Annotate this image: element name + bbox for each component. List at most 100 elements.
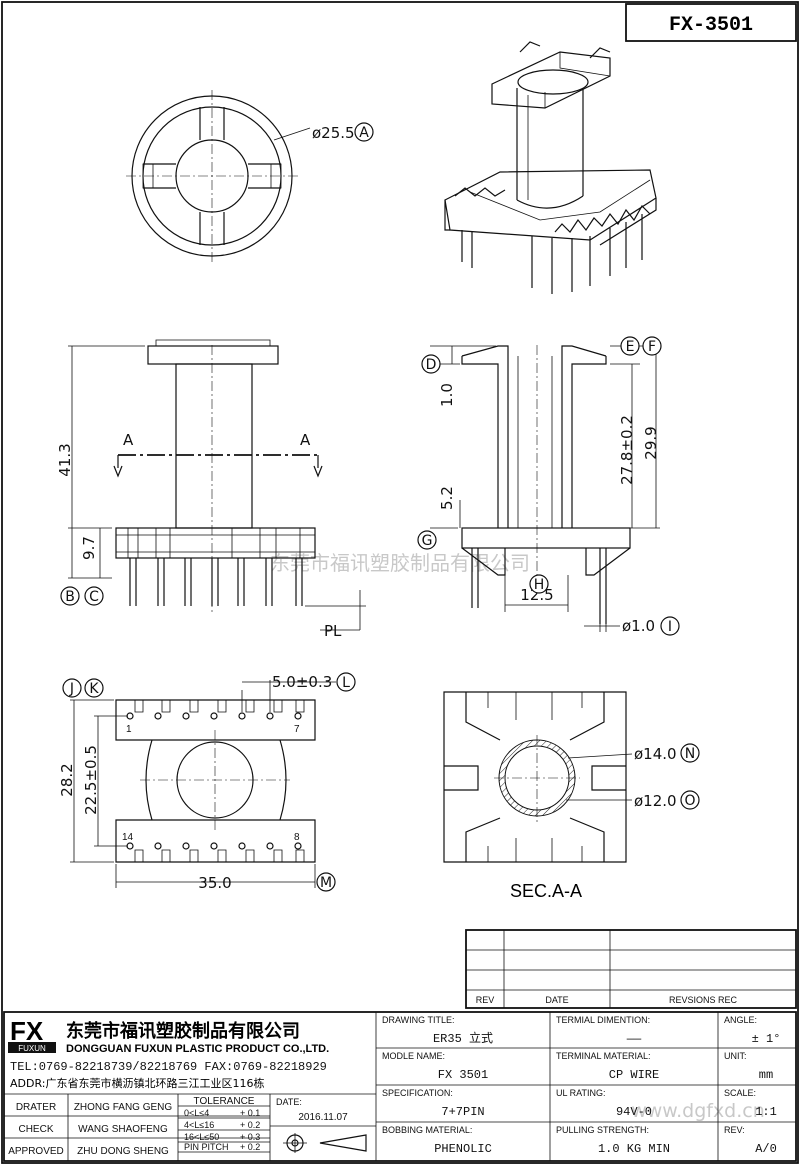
pin-7: 7 xyxy=(294,724,300,735)
watermark-text: 东莞市福讯塑胶制品有限公司 xyxy=(270,551,530,575)
term-mat-label: TERMINAL MATERIAL: xyxy=(556,1051,651,1061)
section-mark-right: A xyxy=(300,431,311,449)
company-logo: FX xyxy=(10,1016,44,1046)
section-outer: ø14.0 xyxy=(634,745,677,763)
tol-range-2: 4<L≤16 xyxy=(184,1120,214,1130)
date-label: DATE: xyxy=(276,1097,302,1107)
part-number: FX-3501 xyxy=(669,14,753,37)
spec-label: SPECIFICATION: xyxy=(382,1088,453,1098)
ref-c: C xyxy=(89,589,99,605)
front-height: 41.3 xyxy=(56,443,74,476)
company-addr: ADDR:广东省东莞市横沥镇北环路三江工业区116栋 xyxy=(10,1076,264,1090)
side-dim-278: 27.8±0.2 xyxy=(618,415,636,485)
date-value: 2016.11.07 xyxy=(298,1112,348,1123)
model-label: MODLE NAME: xyxy=(382,1051,445,1061)
pin-14: 14 xyxy=(122,832,134,843)
bottom-inner: 22.5±0.5 xyxy=(82,745,100,815)
drawing-title-label: DRAWING TITLE: xyxy=(382,1015,455,1025)
angle-value: ± 1° xyxy=(752,1032,781,1046)
tol-val-2: + 0.2 xyxy=(240,1120,260,1130)
tol-val-3: + 0.3 xyxy=(240,1132,260,1142)
ref-n: N xyxy=(685,746,695,762)
bottom-pitch: 5.0±0.3 xyxy=(272,673,332,691)
side-view: 1.0 5.2 27.8±0.2 29.9 D E F G 12.5 H ø1.… xyxy=(417,336,680,636)
company-tel: TEL:0769-82218739/82218769 FAX:0769-8221… xyxy=(10,1060,327,1074)
company-logo-sub: FUXUN xyxy=(18,1044,46,1053)
ref-d: D xyxy=(426,357,437,373)
drater-role: DRATER xyxy=(16,1102,56,1113)
drawing-title: ER35 立式 xyxy=(433,1030,493,1046)
drater-name: ZHONG FANG GENG xyxy=(74,1102,173,1113)
part-number-box: FX-3501 xyxy=(625,3,797,42)
company-name-cn: 东莞市福讯塑胶制品有限公司 xyxy=(66,1020,300,1042)
check-role: CHECK xyxy=(18,1124,53,1135)
ref-i: I xyxy=(668,619,672,635)
section-inner: ø12.0 xyxy=(634,792,677,810)
ref-a: A xyxy=(359,125,369,141)
top-view: ø25.5 A xyxy=(126,90,374,262)
check-name: WANG SHAOFENG xyxy=(78,1124,168,1135)
approved-name: ZHU DONG SHENG xyxy=(77,1146,169,1157)
front-base: 9.7 xyxy=(80,536,98,560)
front-view: A A 41.3 9.7 B C PL xyxy=(56,339,366,640)
watermark: 东莞市福讯塑胶制品有限公司 www.dgfxd.cn xyxy=(270,551,765,1122)
side-dim-1: 1.0 xyxy=(438,383,456,407)
pin-1: 1 xyxy=(126,724,132,735)
ref-k: K xyxy=(89,681,99,697)
side-dim-52: 5.2 xyxy=(438,486,456,510)
term-mat-value: CP WIRE xyxy=(609,1068,659,1082)
date-col-header: DATE xyxy=(545,995,568,1005)
tolerance-title: TOLERANCE xyxy=(194,1096,255,1107)
tol-val-4: + 0.2 xyxy=(240,1142,260,1152)
model-value: FX 3501 xyxy=(438,1068,488,1082)
bobbin-label: BOBBING MATERIAL: xyxy=(382,1125,472,1135)
approved-role: APPROVED xyxy=(8,1146,64,1157)
pl-label: PL xyxy=(324,622,342,640)
ref-m: M xyxy=(320,875,332,891)
revisions-col-header: REVSIONS REC xyxy=(669,995,738,1005)
side-pin-diameter: ø1.0 xyxy=(622,617,655,635)
pull-value: 1.0 KG MIN xyxy=(598,1142,670,1156)
ref-b: B xyxy=(65,589,75,605)
tol-val-1: + 0.1 xyxy=(240,1108,260,1118)
unit-value: mm xyxy=(759,1068,773,1082)
scale-value: 1:1 xyxy=(755,1105,777,1119)
tol-range-4: PIN PITCH xyxy=(184,1142,229,1152)
ref-j: J xyxy=(69,681,74,697)
tol-range-3: 16<L≤50 xyxy=(184,1132,219,1142)
bottom-height: 28.2 xyxy=(58,763,76,796)
pin-8: 8 xyxy=(294,832,300,843)
ul-label: UL RATING: xyxy=(556,1088,606,1098)
ref-o: O xyxy=(684,793,695,809)
section-view: ø14.0 ø12.0 N O SEC.A-A xyxy=(443,691,700,901)
isometric-view xyxy=(444,41,657,294)
pull-label: PULLING STRENGTH: xyxy=(556,1125,649,1135)
top-diameter: ø25.5 xyxy=(312,124,355,142)
side-dim-299: 29.9 xyxy=(642,426,660,459)
ref-g: G xyxy=(422,533,433,549)
revision-table: REV DATE REVSIONS REC xyxy=(465,929,797,1009)
term-dim-value: —— xyxy=(626,1032,642,1046)
watermark-url: www.dgfxd.cn xyxy=(631,1100,765,1122)
bobbin-value: PHENOLIC xyxy=(434,1142,492,1156)
rev-col-header: REV xyxy=(476,995,495,1005)
ul-value: 94V-0 xyxy=(616,1105,652,1119)
bottom-width: 35.0 xyxy=(198,874,231,892)
term-dim-label: TERMIAL DIMENTION: xyxy=(556,1015,650,1025)
rev-label: REV: xyxy=(724,1125,745,1135)
ref-h: H xyxy=(534,577,545,593)
title-block: FX FUXUN 东莞市福讯塑胶制品有限公司 DONGGUAN FUXUN PL… xyxy=(3,1011,797,1162)
company-name-en: DONGGUAN FUXUN PLASTIC PRODUCT CO.,LTD. xyxy=(66,1043,329,1055)
spec-value: 7+7PIN xyxy=(441,1105,484,1119)
angle-label: ANGLE: xyxy=(724,1015,757,1025)
projection-symbol xyxy=(283,1133,367,1153)
scale-label: SCALE: xyxy=(724,1088,756,1098)
ref-e: E xyxy=(626,339,635,355)
section-title: SEC.A-A xyxy=(510,881,582,901)
ref-l: L xyxy=(342,675,350,691)
tol-range-1: 0<L≤4 xyxy=(184,1108,209,1118)
section-mark-left: A xyxy=(123,431,134,449)
unit-label: UNIT: xyxy=(724,1051,747,1061)
